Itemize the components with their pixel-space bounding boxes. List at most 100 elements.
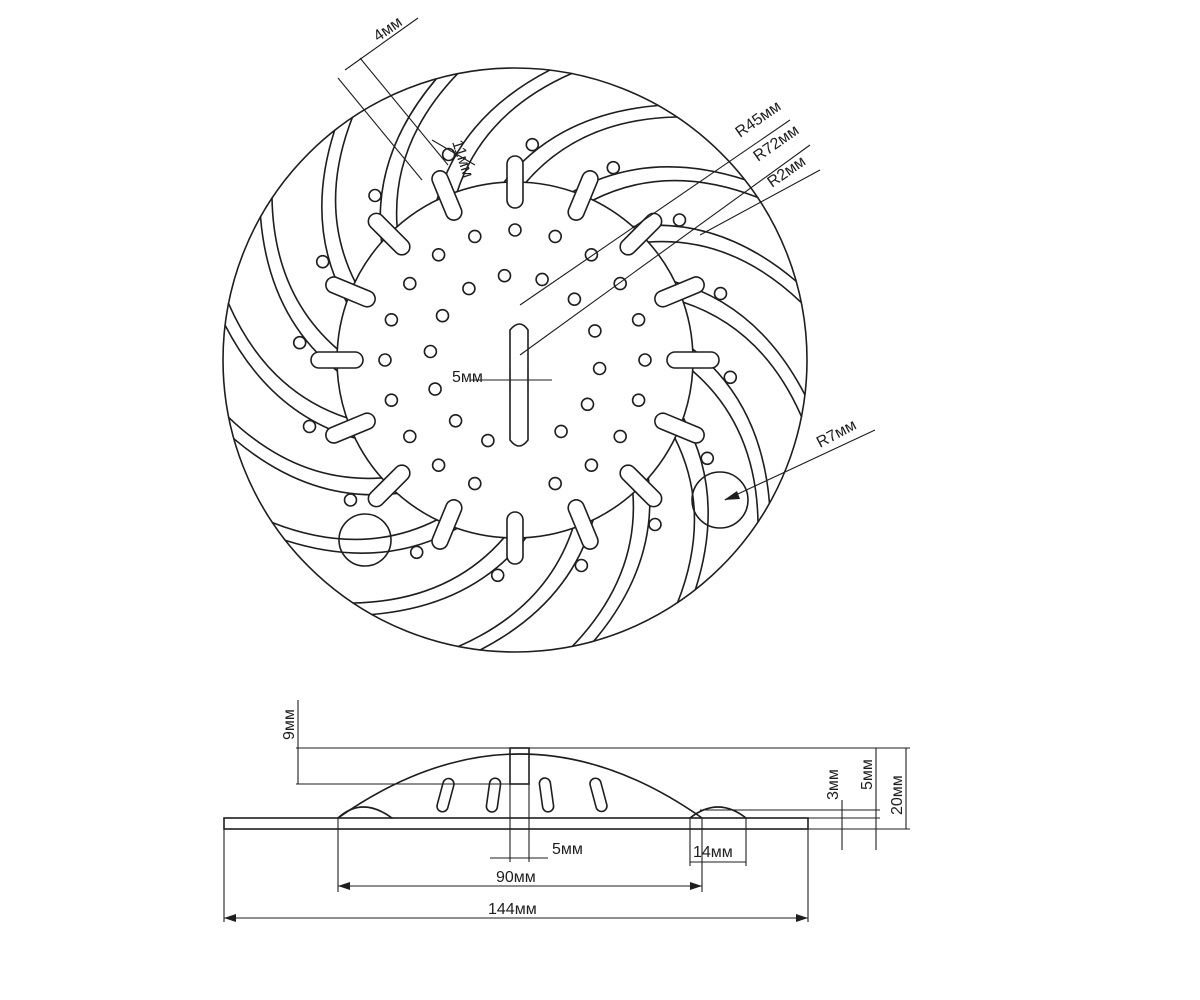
slot [431, 170, 463, 221]
rib-edge [456, 72, 573, 193]
perforation-hole [481, 433, 495, 448]
label-base-height: 5мм [859, 759, 876, 790]
large-hole-right [691, 471, 749, 529]
slot [666, 351, 720, 369]
radial-slots [310, 155, 720, 565]
perforation-hole [384, 312, 399, 327]
leader-r2 [699, 169, 821, 236]
slot [654, 412, 705, 444]
top-view: 4мм 11мм R45мм R72мм R2мм R7мм 5мм [222, 14, 876, 653]
rib-hole [490, 568, 505, 583]
perforation-hole [428, 382, 442, 396]
slot [506, 155, 524, 209]
leader-r7 [724, 429, 876, 501]
slot-width-dim-line [344, 17, 419, 71]
perforation-hole [431, 248, 446, 262]
rib-hole [648, 517, 662, 532]
perforation-hole [638, 353, 652, 367]
rib-edge [227, 302, 348, 419]
rib-hole [292, 335, 307, 350]
rib-edge [271, 519, 438, 541]
perforation-hole [567, 292, 582, 307]
perforation-hole [548, 476, 563, 491]
leader-r45 [519, 119, 791, 306]
rib-hole [315, 254, 330, 269]
rib-edge [352, 536, 505, 604]
label-slot-width: 4мм [371, 14, 406, 46]
slot [619, 212, 663, 256]
center-slot [509, 323, 529, 447]
rib-edge [271, 197, 339, 350]
rib-edge [647, 240, 803, 304]
perforation-hole [378, 353, 392, 367]
base-plate [223, 817, 809, 830]
slot [619, 464, 663, 508]
slot [367, 212, 411, 256]
rib-hole [409, 545, 424, 560]
slot [325, 276, 376, 308]
slot [325, 412, 376, 444]
slot-width-ext-1 [337, 77, 423, 181]
rib-edge [334, 116, 356, 283]
side-view: 144мм 90мм 5мм 14мм 9мм 3мм 5мм 20мм [223, 700, 910, 922]
perforation-hole [584, 458, 599, 473]
rib-hole [606, 160, 621, 175]
slot [310, 351, 364, 369]
slot [567, 170, 599, 221]
rib-hole [574, 558, 589, 573]
perforation-hole [548, 229, 563, 244]
rib-edge [436, 69, 551, 201]
large-hole-left [338, 513, 392, 567]
perforation-hole [588, 324, 602, 338]
rib-edge [224, 324, 356, 439]
rib-edge [479, 519, 594, 651]
rib-edge [691, 370, 759, 523]
right-foot [689, 806, 747, 819]
perforation-hole [402, 429, 417, 444]
rib-edge [674, 281, 806, 396]
rib-hole [723, 370, 738, 385]
slot [506, 511, 524, 565]
slot-length-dim-line [431, 139, 476, 166]
perforation-hole [592, 361, 607, 376]
rib-hole [713, 286, 728, 301]
leader-r7-arrow [724, 491, 740, 500]
slot [367, 464, 411, 508]
label-center-slot-side: 5мм [552, 841, 583, 858]
label-hole-radius: R2мм [765, 153, 810, 191]
label-total-height: 20мм [889, 775, 906, 815]
perforation-hole [448, 413, 463, 428]
perforation-hole [467, 229, 482, 244]
dome-profile [337, 753, 703, 819]
rib-edge [395, 72, 459, 228]
perforation-hole [631, 312, 646, 327]
perforation-hole [467, 476, 482, 491]
rib-edge [682, 301, 803, 418]
label-foot-width: 14мм [693, 844, 733, 861]
label-rib-height: 3мм [825, 769, 842, 800]
slot-width-ext-2 [359, 57, 449, 166]
perforation-hole [431, 458, 446, 473]
rib-edge [674, 437, 696, 604]
rib-edge [592, 179, 759, 201]
label-big-hole-radius: R7мм [814, 417, 859, 452]
rib-hole [343, 493, 358, 507]
slot [567, 499, 599, 550]
perforation-hole [497, 268, 512, 283]
outer-rim [222, 67, 808, 653]
side-slots [436, 777, 608, 813]
perforation-hole [402, 276, 417, 291]
slot [654, 276, 705, 308]
perforation-hole [613, 429, 628, 444]
rib-edge [571, 492, 635, 648]
rib-hole [302, 419, 317, 434]
perforation-hole [554, 424, 568, 439]
drain-holes [292, 137, 738, 583]
label-inner-span: 90мм [496, 869, 536, 886]
perforation-hole [435, 308, 450, 323]
slot [431, 499, 463, 550]
rib-hole [368, 188, 382, 203]
perforation-hole [384, 393, 399, 408]
perforation-hole [580, 397, 595, 412]
